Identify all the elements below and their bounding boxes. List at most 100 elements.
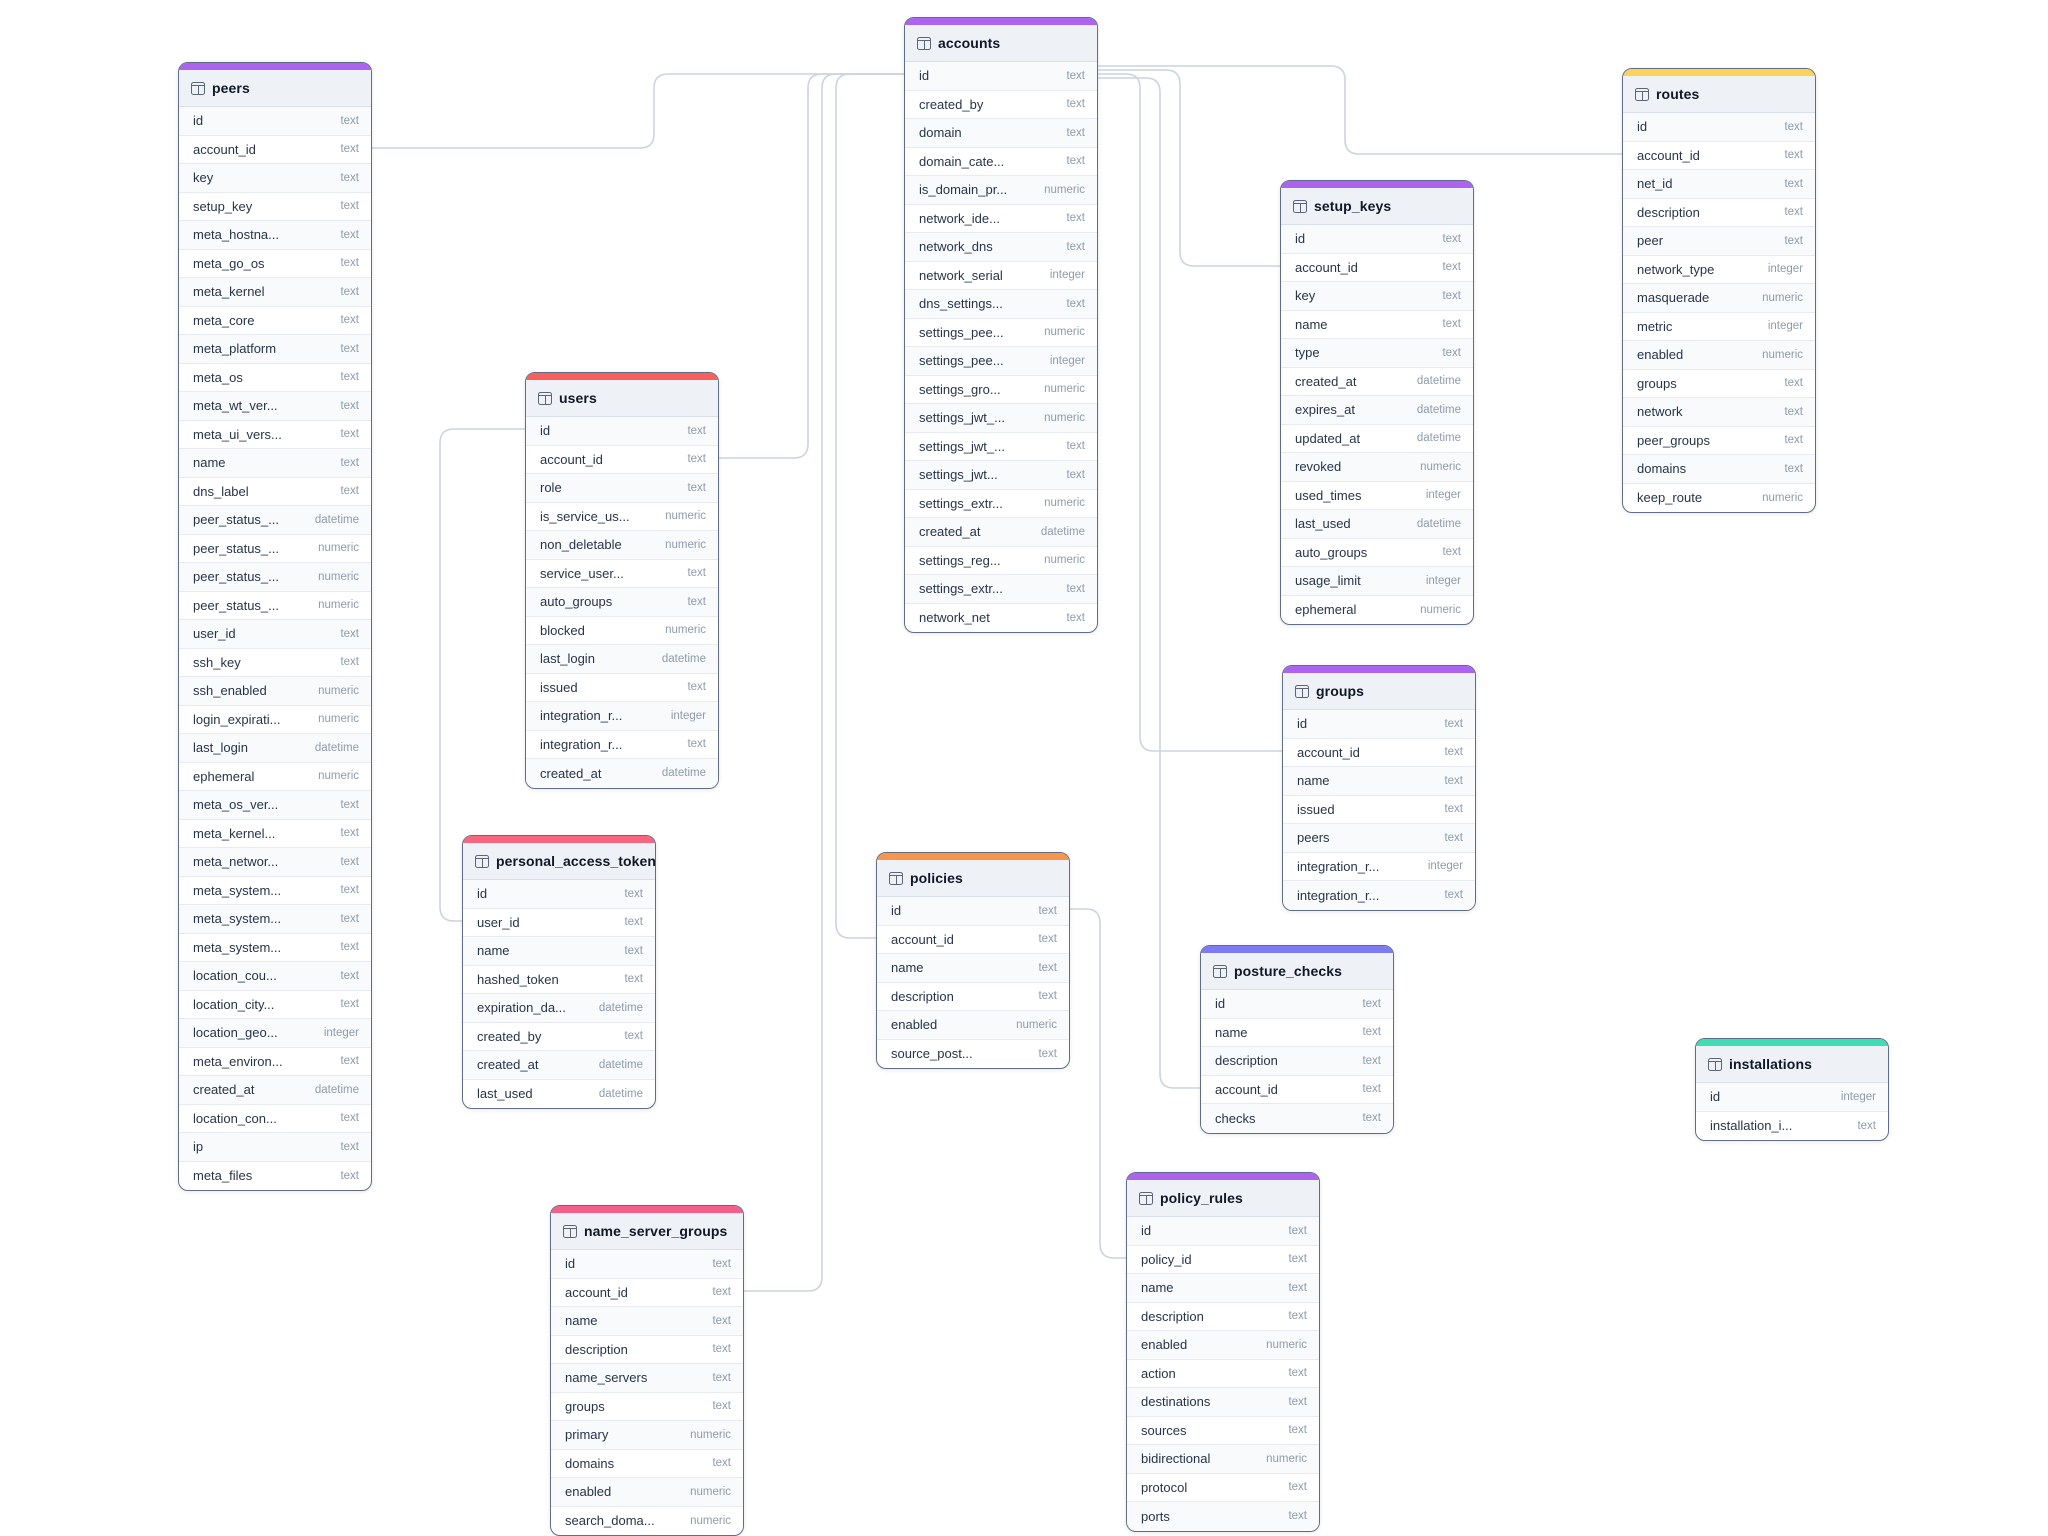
field-name: account_id	[1637, 147, 1700, 163]
field-name: meta_networ...	[193, 854, 279, 870]
field-type: text	[1442, 546, 1461, 559]
field-type: text	[624, 973, 643, 986]
field-name: meta_platform	[193, 341, 277, 357]
field-name: domains	[1637, 461, 1687, 477]
table-color-bar	[1127, 1173, 1319, 1180]
table-row: domains text	[551, 1450, 743, 1478]
field-name: meta_environ...	[193, 1053, 283, 1069]
table-row: created_by text	[463, 1023, 655, 1051]
table-row: meta_wt_ver... text	[179, 392, 371, 421]
table-row: user_id text	[179, 620, 371, 649]
table-policies[interactable]: policies id text account_id text name te…	[876, 852, 1070, 1069]
field-name: revoked	[1295, 459, 1342, 475]
field-name: source_post...	[891, 1046, 973, 1062]
field-type: text	[1288, 1424, 1307, 1437]
table-row: settings_pee... integer	[905, 347, 1097, 376]
field-type: text	[340, 656, 359, 669]
field-type: integer	[1049, 269, 1085, 282]
field-name: enabled	[565, 1484, 612, 1500]
field-name: primary	[565, 1427, 609, 1443]
table-row: account_id text	[551, 1279, 743, 1307]
table-row: ports text	[1127, 1502, 1319, 1531]
field-type: integer	[1767, 263, 1803, 276]
table-row: revoked numeric	[1281, 453, 1473, 482]
field-type: numeric	[318, 713, 359, 726]
relation-policy_rules.policy_id->policies.id	[1068, 908, 1126, 1259]
field-name: ssh_enabled	[193, 683, 267, 699]
field-name: installation_i...	[1710, 1118, 1793, 1134]
field-type: datetime	[1416, 432, 1461, 445]
table-name_server_groups[interactable]: name_server_groups id text account_id te…	[550, 1205, 744, 1536]
table-row: meta_environ... text	[179, 1048, 371, 1076]
table-accounts[interactable]: accounts id text created_by text domain …	[904, 17, 1098, 633]
field-name: action	[1141, 1365, 1176, 1381]
table-row: account_id text	[877, 926, 1069, 954]
table-groups[interactable]: groups id text account_id text name text…	[1282, 665, 1476, 911]
field-type: text	[1066, 69, 1085, 82]
table-row: peer_status_... numeric	[179, 535, 371, 563]
table-color-bar	[526, 373, 718, 380]
table-icon	[1708, 1057, 1722, 1071]
table-rows: id text account_id text name text issued…	[1283, 710, 1475, 910]
field-name: ephemeral	[193, 768, 255, 784]
table-setup_keys[interactable]: setup_keys id text account_id text key t…	[1280, 180, 1474, 625]
field-name: peer_status_...	[193, 597, 279, 613]
field-type: text	[1784, 377, 1803, 390]
field-name: created_at	[919, 524, 981, 540]
field-name: meta_wt_ver...	[193, 398, 278, 414]
field-name: peer_status_...	[193, 569, 279, 585]
field-type: integer	[1425, 574, 1461, 587]
table-row: account_id text	[526, 446, 718, 474]
field-type: text	[624, 1030, 643, 1043]
table-row: account_id text	[1283, 739, 1475, 767]
field-name: dns_settings...	[919, 296, 1003, 312]
table-row: settings_gro... numeric	[905, 376, 1097, 404]
table-icon	[475, 854, 489, 868]
field-name: ports	[1141, 1508, 1170, 1524]
field-type: numeric	[1762, 348, 1803, 361]
table-row: settings_extr... numeric	[905, 490, 1097, 518]
table-row: hashed_token text	[463, 966, 655, 994]
table-row: id text	[1281, 225, 1473, 254]
table-row: groups text	[551, 1393, 743, 1421]
field-type: numeric	[690, 1428, 731, 1441]
field-type: text	[1784, 149, 1803, 162]
table-users[interactable]: users id text account_id text role text …	[525, 372, 719, 789]
field-name: type	[1295, 345, 1320, 361]
table-policy_rules[interactable]: policy_rules id text policy_id text name…	[1126, 1172, 1320, 1532]
table-row: peers text	[1283, 824, 1475, 853]
field-name: location_con...	[193, 1110, 277, 1126]
table-row: peer_groups text	[1623, 427, 1815, 455]
table-peers[interactable]: peers id text account_id text key text s…	[178, 62, 372, 1191]
field-type: integer	[1425, 489, 1461, 502]
field-name: groups	[565, 1398, 605, 1414]
field-type: text	[1784, 120, 1803, 133]
table-title: setup_keys	[1314, 198, 1392, 214]
field-type: text	[340, 855, 359, 868]
field-type: integer	[1840, 1090, 1876, 1103]
table-row: meta_system... text	[179, 905, 371, 934]
table-posture_checks[interactable]: posture_checks id text name text descrip…	[1200, 945, 1394, 1134]
field-type: text	[687, 681, 706, 694]
field-type: numeric	[1044, 183, 1085, 196]
table-row: location_con... text	[179, 1105, 371, 1133]
field-name: destinations	[1141, 1394, 1211, 1410]
table-rows: id integer installation_i... text	[1696, 1083, 1888, 1140]
table-rows: id text account_id text key text name te…	[1281, 225, 1473, 624]
field-name: id	[1295, 231, 1306, 247]
field-type: text	[1444, 831, 1463, 844]
field-name: meta_files	[193, 1168, 253, 1184]
field-type: text	[1288, 1367, 1307, 1380]
table-row: account_id text	[1623, 142, 1815, 170]
table-color-bar	[179, 63, 371, 70]
table-row: metric integer	[1623, 313, 1815, 341]
table-personal_access_tokens[interactable]: personal_access_tokens id text user_id t…	[462, 835, 656, 1109]
table-row: user_id text	[463, 909, 655, 937]
table-routes[interactable]: routes id text account_id text net_id te…	[1622, 68, 1816, 513]
table-row: account_id text	[179, 136, 371, 164]
table-row: id text	[1201, 990, 1393, 1019]
table-installations[interactable]: installations id integer installation_i.…	[1695, 1038, 1889, 1141]
table-row: network_ide... text	[905, 205, 1097, 233]
